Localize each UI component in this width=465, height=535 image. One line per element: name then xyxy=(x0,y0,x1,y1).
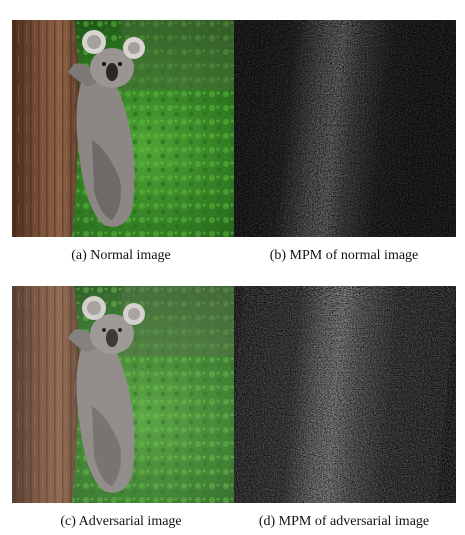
normal-koala-image xyxy=(12,20,234,237)
caption-adversarial-image: (c) Adversarial image xyxy=(60,514,182,529)
koala-photo-adversarial xyxy=(12,286,234,503)
adversarial-koala-image xyxy=(12,286,234,503)
mpm-adversarial-heatmap xyxy=(234,286,456,503)
caption-mpm-adversarial: (d) MPM of adversarial image xyxy=(258,514,430,529)
caption-normal-image: (a) Normal image xyxy=(71,248,171,263)
mpm-heatmap-adversarial xyxy=(234,286,456,503)
koala-photo-normal xyxy=(12,20,234,237)
mpm-normal-heatmap xyxy=(234,20,456,237)
caption-mpm-normal: (b) MPM of normal image xyxy=(269,248,419,263)
mpm-heatmap-normal xyxy=(234,20,456,237)
